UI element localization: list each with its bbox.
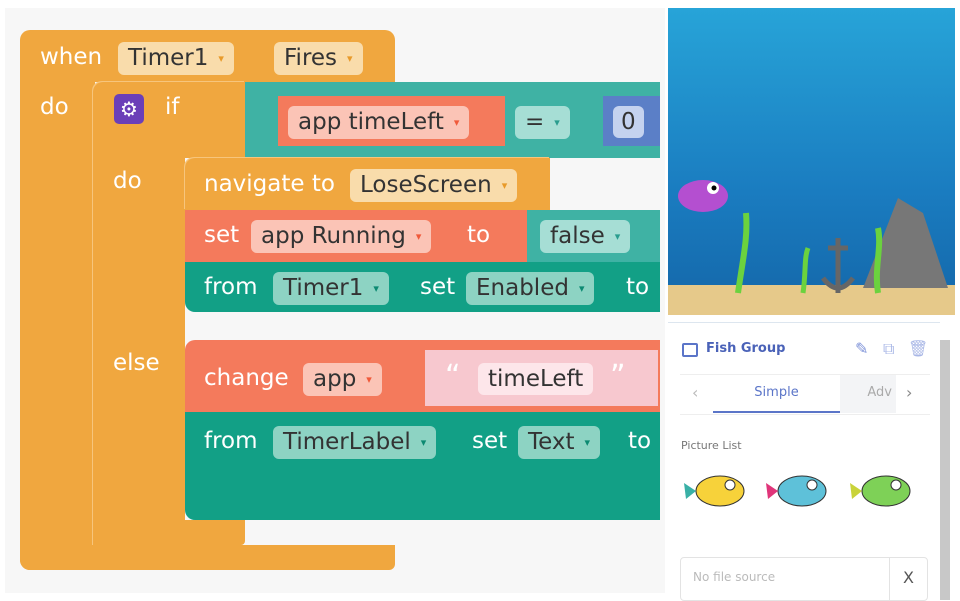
file-source-placeholder: No file source — [693, 570, 776, 584]
delete-icon[interactable]: 🗑 — [908, 339, 929, 358]
panel-scrollbar[interactable] — [940, 340, 950, 600]
if-block-rail — [93, 155, 185, 545]
fish-yellow-thumbnail — [684, 475, 745, 507]
if-label: if — [165, 94, 180, 120]
mutator-gear-icon[interactable]: ⚙ — [114, 94, 144, 124]
edit-icon[interactable]: ✎ — [855, 339, 869, 358]
rock — [863, 198, 948, 288]
from-label: from — [204, 274, 258, 300]
set-label: set — [204, 222, 240, 248]
to-label: to — [626, 274, 650, 300]
image-sprite-icon — [682, 343, 698, 357]
quote-close: ” — [610, 359, 626, 394]
then-do-label: do — [113, 168, 142, 194]
file-source-field[interactable]: No file source X — [680, 557, 928, 601]
tab-advanced[interactable]: Adv — [840, 375, 896, 413]
string-field[interactable]: timeLeft — [478, 363, 594, 395]
scope-dropdown[interactable]: app▾ — [303, 363, 382, 396]
number-field[interactable]: 0 — [613, 106, 644, 138]
fish[interactable] — [678, 180, 728, 212]
property-dropdown[interactable]: Enabled▾ — [466, 272, 595, 305]
scene-decor — [678, 180, 948, 294]
sand — [668, 285, 955, 315]
set-label: set — [472, 428, 508, 454]
tab-next-button[interactable]: › — [906, 383, 913, 402]
fish-blue-thumbnail — [766, 475, 827, 507]
screen-dropdown[interactable]: LoseScreen▾ — [350, 169, 518, 202]
set-label: set — [420, 274, 456, 300]
to-label: to — [467, 222, 491, 248]
change-label: change — [204, 365, 289, 391]
navigate-label: navigate to — [204, 171, 335, 197]
else-label: else — [113, 350, 160, 376]
seaweed — [800, 247, 811, 294]
component-title: Fish Group — [706, 341, 786, 356]
running-dropdown[interactable]: app Running▾ — [251, 220, 432, 253]
tab-prev-button[interactable]: ‹ — [692, 383, 699, 402]
seaweed — [735, 212, 750, 294]
quote-open: “ — [445, 359, 461, 394]
seaweed — [873, 227, 883, 294]
property-dropdown[interactable]: Text▾ — [518, 426, 601, 459]
when-block-footer — [20, 545, 395, 570]
picture-list — [684, 475, 911, 507]
duplicate-icon[interactable]: ⧉ — [883, 339, 895, 358]
clear-file-button[interactable]: X — [903, 568, 914, 587]
game-stage[interactable] — [668, 8, 955, 315]
when-label: when — [40, 44, 103, 70]
picture-list-label: Picture List — [681, 439, 742, 452]
anchor-icon — [821, 238, 855, 293]
properties-panel: Fish Group ✎ ⧉ 🗑 ‹ Simple Adv › Picture … — [668, 322, 940, 601]
component-dropdown[interactable]: Timer1▾ — [273, 272, 389, 305]
timer-dropdown[interactable]: Timer1▾ — [118, 42, 234, 75]
if-block-footer — [93, 520, 245, 545]
variable-dropdown[interactable]: app timeLeft▾ — [288, 106, 470, 139]
do-label: do — [40, 94, 69, 120]
from-label: from — [204, 428, 258, 454]
component-dropdown[interactable]: TimerLabel▾ — [273, 426, 437, 459]
boolean-dropdown[interactable]: false▾ — [540, 220, 631, 253]
event-dropdown[interactable]: Fires▾ — [274, 42, 363, 75]
when-block-rail — [20, 80, 95, 570]
to-label: to — [628, 428, 652, 454]
tab-simple[interactable]: Simple — [713, 375, 840, 413]
operator-dropdown[interactable]: =▾ — [515, 106, 570, 139]
fish-green-thumbnail — [850, 475, 911, 507]
